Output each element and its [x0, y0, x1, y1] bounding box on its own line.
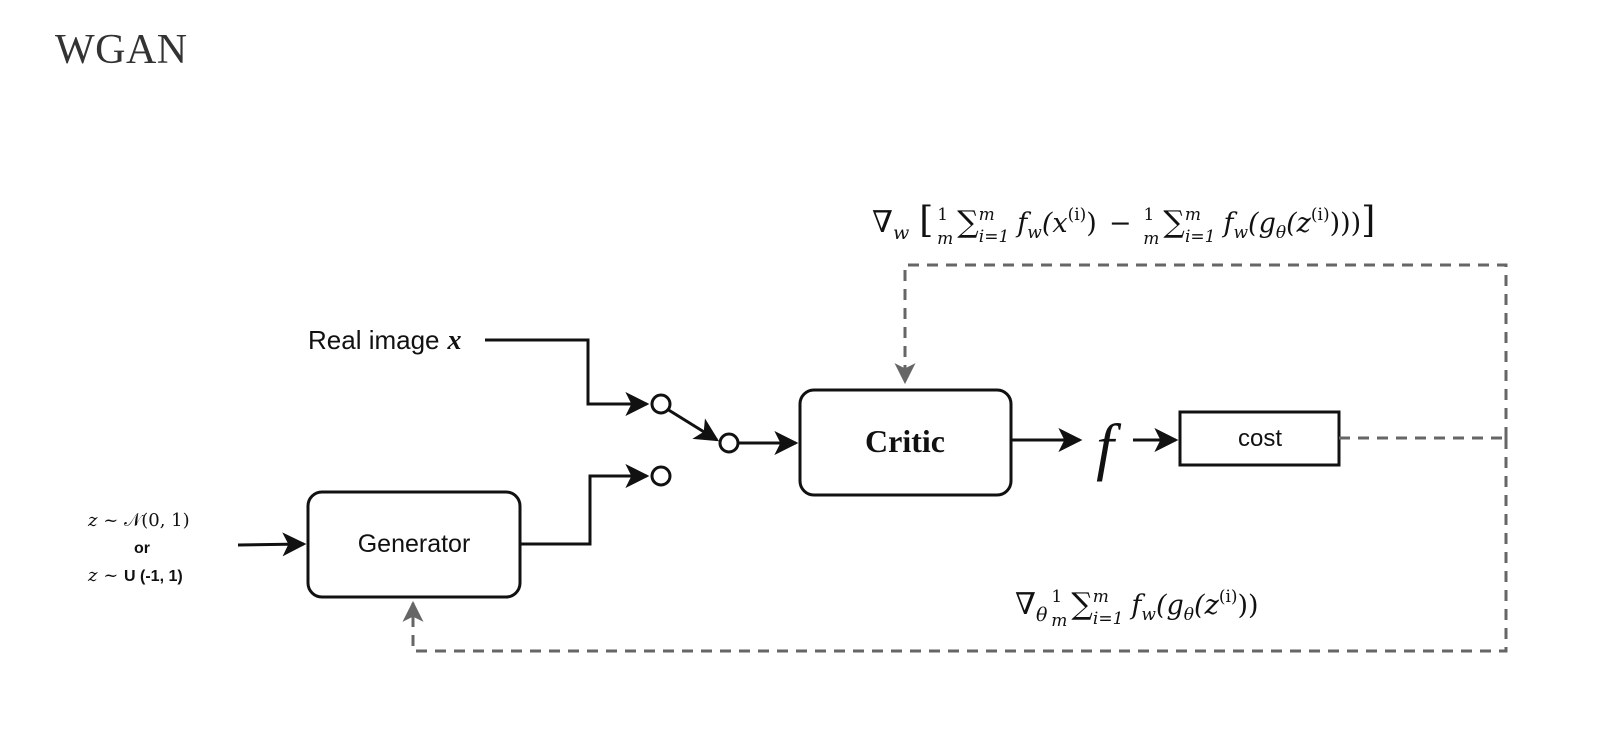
- noise-line2-lhs: z ~: [87, 565, 124, 586]
- real-switch-contact: [650, 393, 672, 415]
- switch-lever: [666, 407, 720, 442]
- f-symbol: f: [1096, 411, 1122, 482]
- generator-label: Generator: [358, 530, 471, 558]
- noise-line1-lhs: z ~: [87, 510, 124, 531]
- noise-line1-rhs: 𝒩(0, 1): [124, 510, 190, 531]
- page-title: WGAN: [55, 27, 188, 73]
- critic-nabla: ∇: [872, 205, 893, 240]
- noise-line2-rhs: U (-1, 1): [124, 568, 183, 585]
- real-image-arrow: [485, 338, 650, 416]
- generator-nabla: ∇: [1015, 587, 1036, 622]
- switch-pivot: [718, 432, 740, 454]
- generator-output-arrow: [520, 464, 650, 546]
- cost-label: cost: [1238, 425, 1282, 452]
- svg-text:z ~ U (-1, 1): z ~ U (-1, 1): [87, 565, 183, 586]
- critic-feedback-dashed: [894, 263, 1508, 438]
- generator-feedback-dashed: [402, 438, 1508, 653]
- critic-label: Critic: [865, 423, 945, 459]
- critic-block: [798, 388, 1013, 497]
- svg-text:z ~ 𝒩(0, 1): z ~ 𝒩(0, 1): [87, 510, 190, 531]
- real-image-symbol: x: [447, 325, 462, 356]
- fake-switch-contact: [650, 465, 672, 487]
- cost-block: [1178, 410, 1341, 467]
- noise-to-generator-arrow: [237, 532, 307, 557]
- noise-or-text: or: [134, 540, 150, 557]
- real-image-text: Real image: [308, 325, 440, 355]
- noise-input-label: z ~ 𝒩(0, 1) or z ~ U (-1, 1): [87, 510, 190, 586]
